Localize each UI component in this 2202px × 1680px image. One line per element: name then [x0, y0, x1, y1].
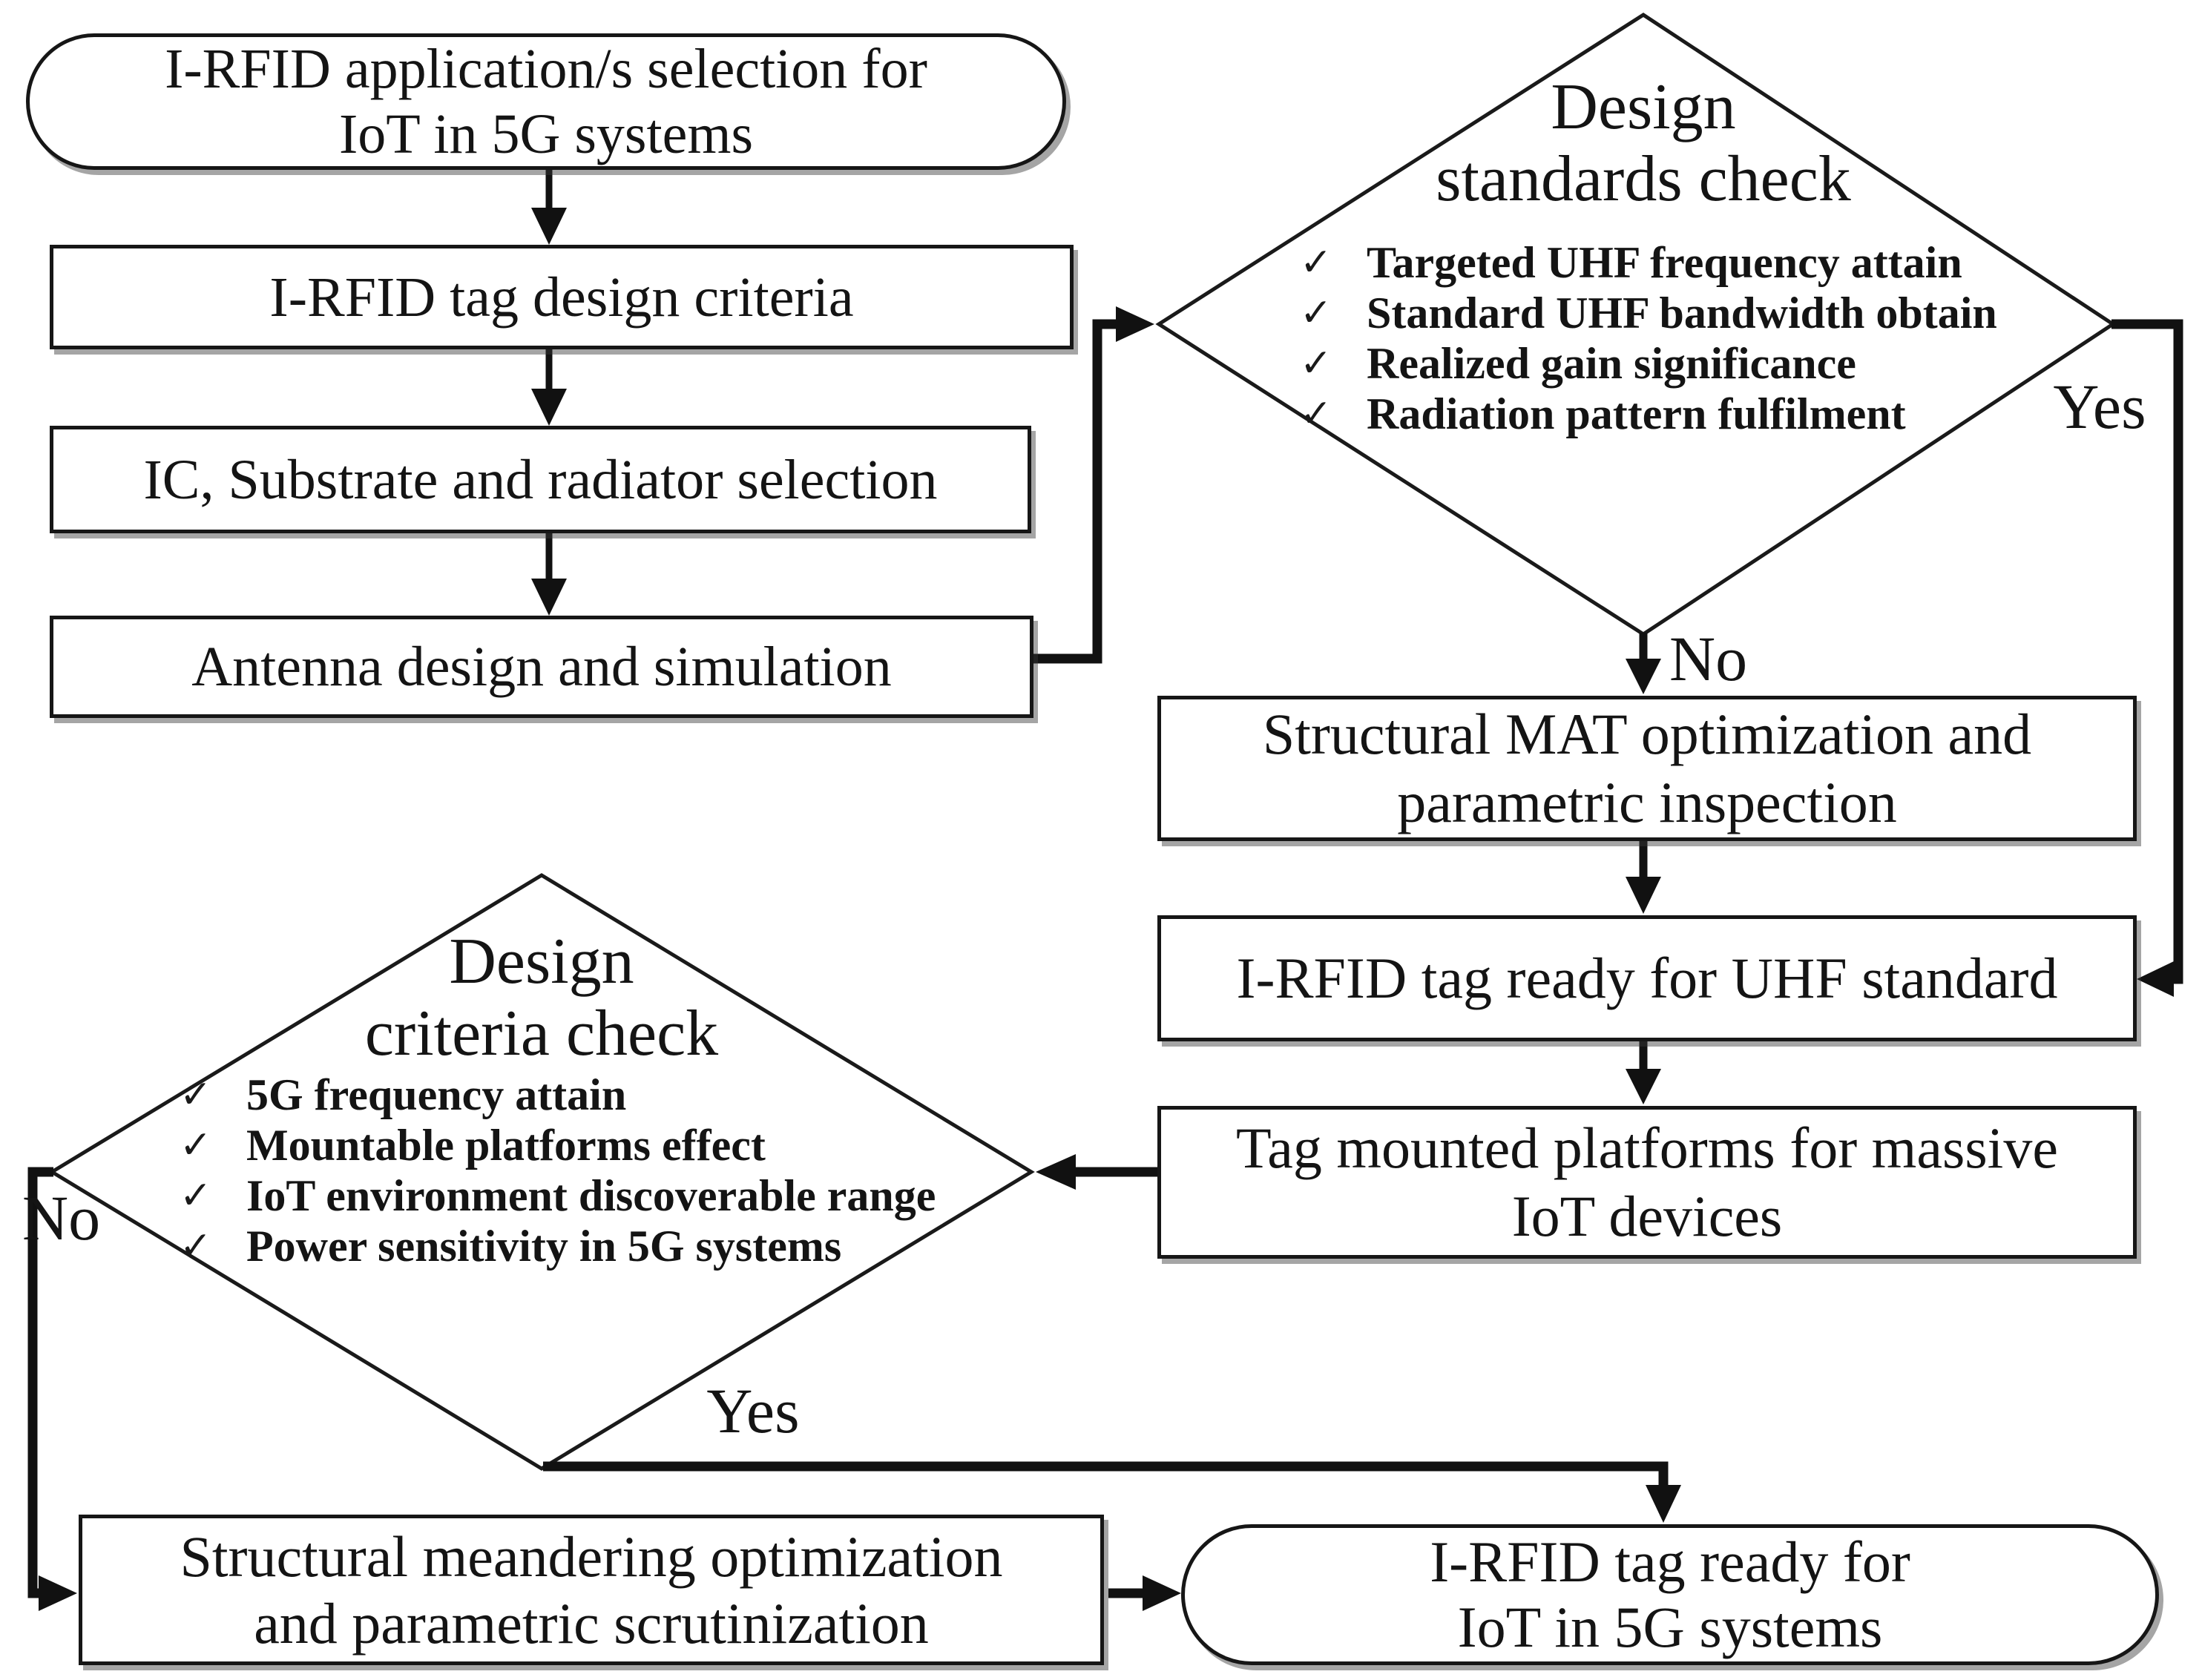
arrowhead-down-icon [531, 579, 567, 616]
arrow-criteria-yes [543, 1461, 1669, 1488]
arrowhead-down-icon [1626, 1069, 1661, 1104]
diamond-standards-title-line-2: standards check [1436, 143, 1851, 215]
arrowhead-down-icon [531, 208, 567, 245]
arrowhead-down-icon [531, 389, 567, 426]
checklist-item: ✓ Radiation pattern fulfilment [1300, 389, 1997, 439]
diamond-standards-title: Design standards check [1347, 71, 1940, 215]
checklist-item: ✓ Targeted UHF frequency attain [1300, 237, 1997, 288]
checklist-item-label: Standard UHF bandwidth obtain [1367, 288, 1997, 337]
standards-no-label: No [1669, 623, 1748, 694]
diamond-criteria-checklist: ✓ 5G frequency attain ✓ Mountable platfo… [180, 1070, 936, 1271]
box-meandering-line-1: Structural meandering optimization [180, 1523, 1003, 1589]
check-icon: ✓ [1300, 341, 1332, 386]
end-terminator: I-RFID tag ready for IoT in 5G systems [1181, 1524, 2159, 1665]
arrow-antenna-to-standards [1033, 319, 1117, 664]
box-structural-mat: Structural MAT optimization and parametr… [1157, 696, 2137, 841]
arrow-standards-yes [2111, 319, 2183, 984]
checklist-item-label: Power sensitivity in 5G systems [246, 1221, 842, 1271]
box-design-criteria-label: I-RFID tag design criteria [269, 266, 854, 329]
box-ic-substrate-label: IC, Substrate and radiator selection [143, 448, 938, 511]
box-antenna-label: Antenna design and simulation [191, 636, 892, 698]
box-structural-mat-line-1: Structural MAT optimization and [1262, 702, 2032, 766]
box-antenna: Antenna design and simulation [50, 616, 1033, 718]
checklist-item-label: Radiation pattern fulfilment [1367, 389, 1906, 438]
criteria-no-label: No [22, 1182, 101, 1254]
check-icon: ✓ [180, 1173, 212, 1218]
criteria-yes-label: Yes [706, 1375, 800, 1446]
box-tag-mounted-line-1: Tag mounted platforms for massive [1236, 1116, 2058, 1180]
checklist-item-label: Realized gain significance [1367, 338, 1856, 388]
arrowhead-left-icon [2137, 961, 2174, 997]
checklist-item-label: 5G frequency attain [246, 1070, 627, 1119]
check-icon: ✓ [180, 1224, 212, 1268]
start-line-1: I-RFID application/s selection for [165, 38, 927, 100]
arrowhead-right-icon [1143, 1575, 1181, 1611]
checklist-item: ✓ Mountable platforms effect [180, 1120, 936, 1170]
box-uhf-ready-label: I-RFID tag ready for UHF standard [1236, 946, 2058, 1010]
checklist-item: ✓ 5G frequency attain [180, 1070, 936, 1120]
diamond-criteria-title-line-1: Design [449, 926, 634, 998]
diamond-criteria-title: Design criteria check [245, 926, 838, 1070]
arrowhead-down-icon [1646, 1485, 1681, 1523]
diamond-standards-title-line-1: Design [1551, 71, 1736, 143]
arrowhead-left-icon [1036, 1154, 1076, 1190]
diamond-criteria-check-shape [48, 873, 1035, 1471]
start-terminator: I-RFID application/s selection for IoT i… [26, 33, 1066, 170]
arrowhead-right-icon [39, 1575, 77, 1611]
box-meandering: Structural meandering optimization and p… [79, 1515, 1104, 1665]
diamond-standards-checklist: ✓ Targeted UHF frequency attain ✓ Standa… [1300, 237, 1997, 439]
arrowhead-down-icon [1626, 877, 1661, 914]
checklist-item: ✓ Standard UHF bandwidth obtain [1300, 288, 1997, 338]
checklist-item: ✓ Realized gain significance [1300, 338, 1997, 389]
box-tag-mounted: Tag mounted platforms for massive IoT de… [1157, 1106, 2137, 1259]
checklist-item-label: Mountable platforms effect [246, 1120, 766, 1170]
check-icon: ✓ [180, 1073, 212, 1117]
checklist-item: ✓ Power sensitivity in 5G systems [180, 1221, 936, 1271]
arrowhead-down-icon [1626, 659, 1661, 694]
box-uhf-ready: I-RFID tag ready for UHF standard [1157, 915, 2137, 1041]
checklist-item-label: IoT environment discoverable range [246, 1170, 936, 1220]
box-meandering-line-2: and parametric scrutinization [254, 1590, 929, 1656]
box-tag-mounted-line-2: IoT devices [1511, 1184, 1783, 1248]
check-icon: ✓ [180, 1123, 212, 1167]
start-line-2: IoT in 5G systems [338, 103, 754, 165]
check-icon: ✓ [1300, 240, 1332, 285]
end-line-2: IoT in 5G systems [1457, 1595, 1883, 1659]
arrow-criteria-no [27, 1167, 53, 1598]
checklist-item-label: Targeted UHF frequency attain [1367, 237, 1962, 287]
box-design-criteria: I-RFID tag design criteria [50, 245, 1074, 349]
arrowhead-right-icon [1116, 306, 1154, 342]
end-line-1: I-RFID tag ready for [1430, 1529, 1910, 1594]
box-structural-mat-line-2: parametric inspection [1397, 770, 1897, 834]
checklist-item: ✓ IoT environment discoverable range [180, 1170, 936, 1221]
check-icon: ✓ [1300, 291, 1332, 335]
standards-yes-label: Yes [2053, 371, 2146, 442]
diamond-criteria-title-line-2: criteria check [364, 998, 719, 1070]
box-ic-substrate: IC, Substrate and radiator selection [50, 426, 1031, 533]
check-icon: ✓ [1300, 392, 1332, 436]
